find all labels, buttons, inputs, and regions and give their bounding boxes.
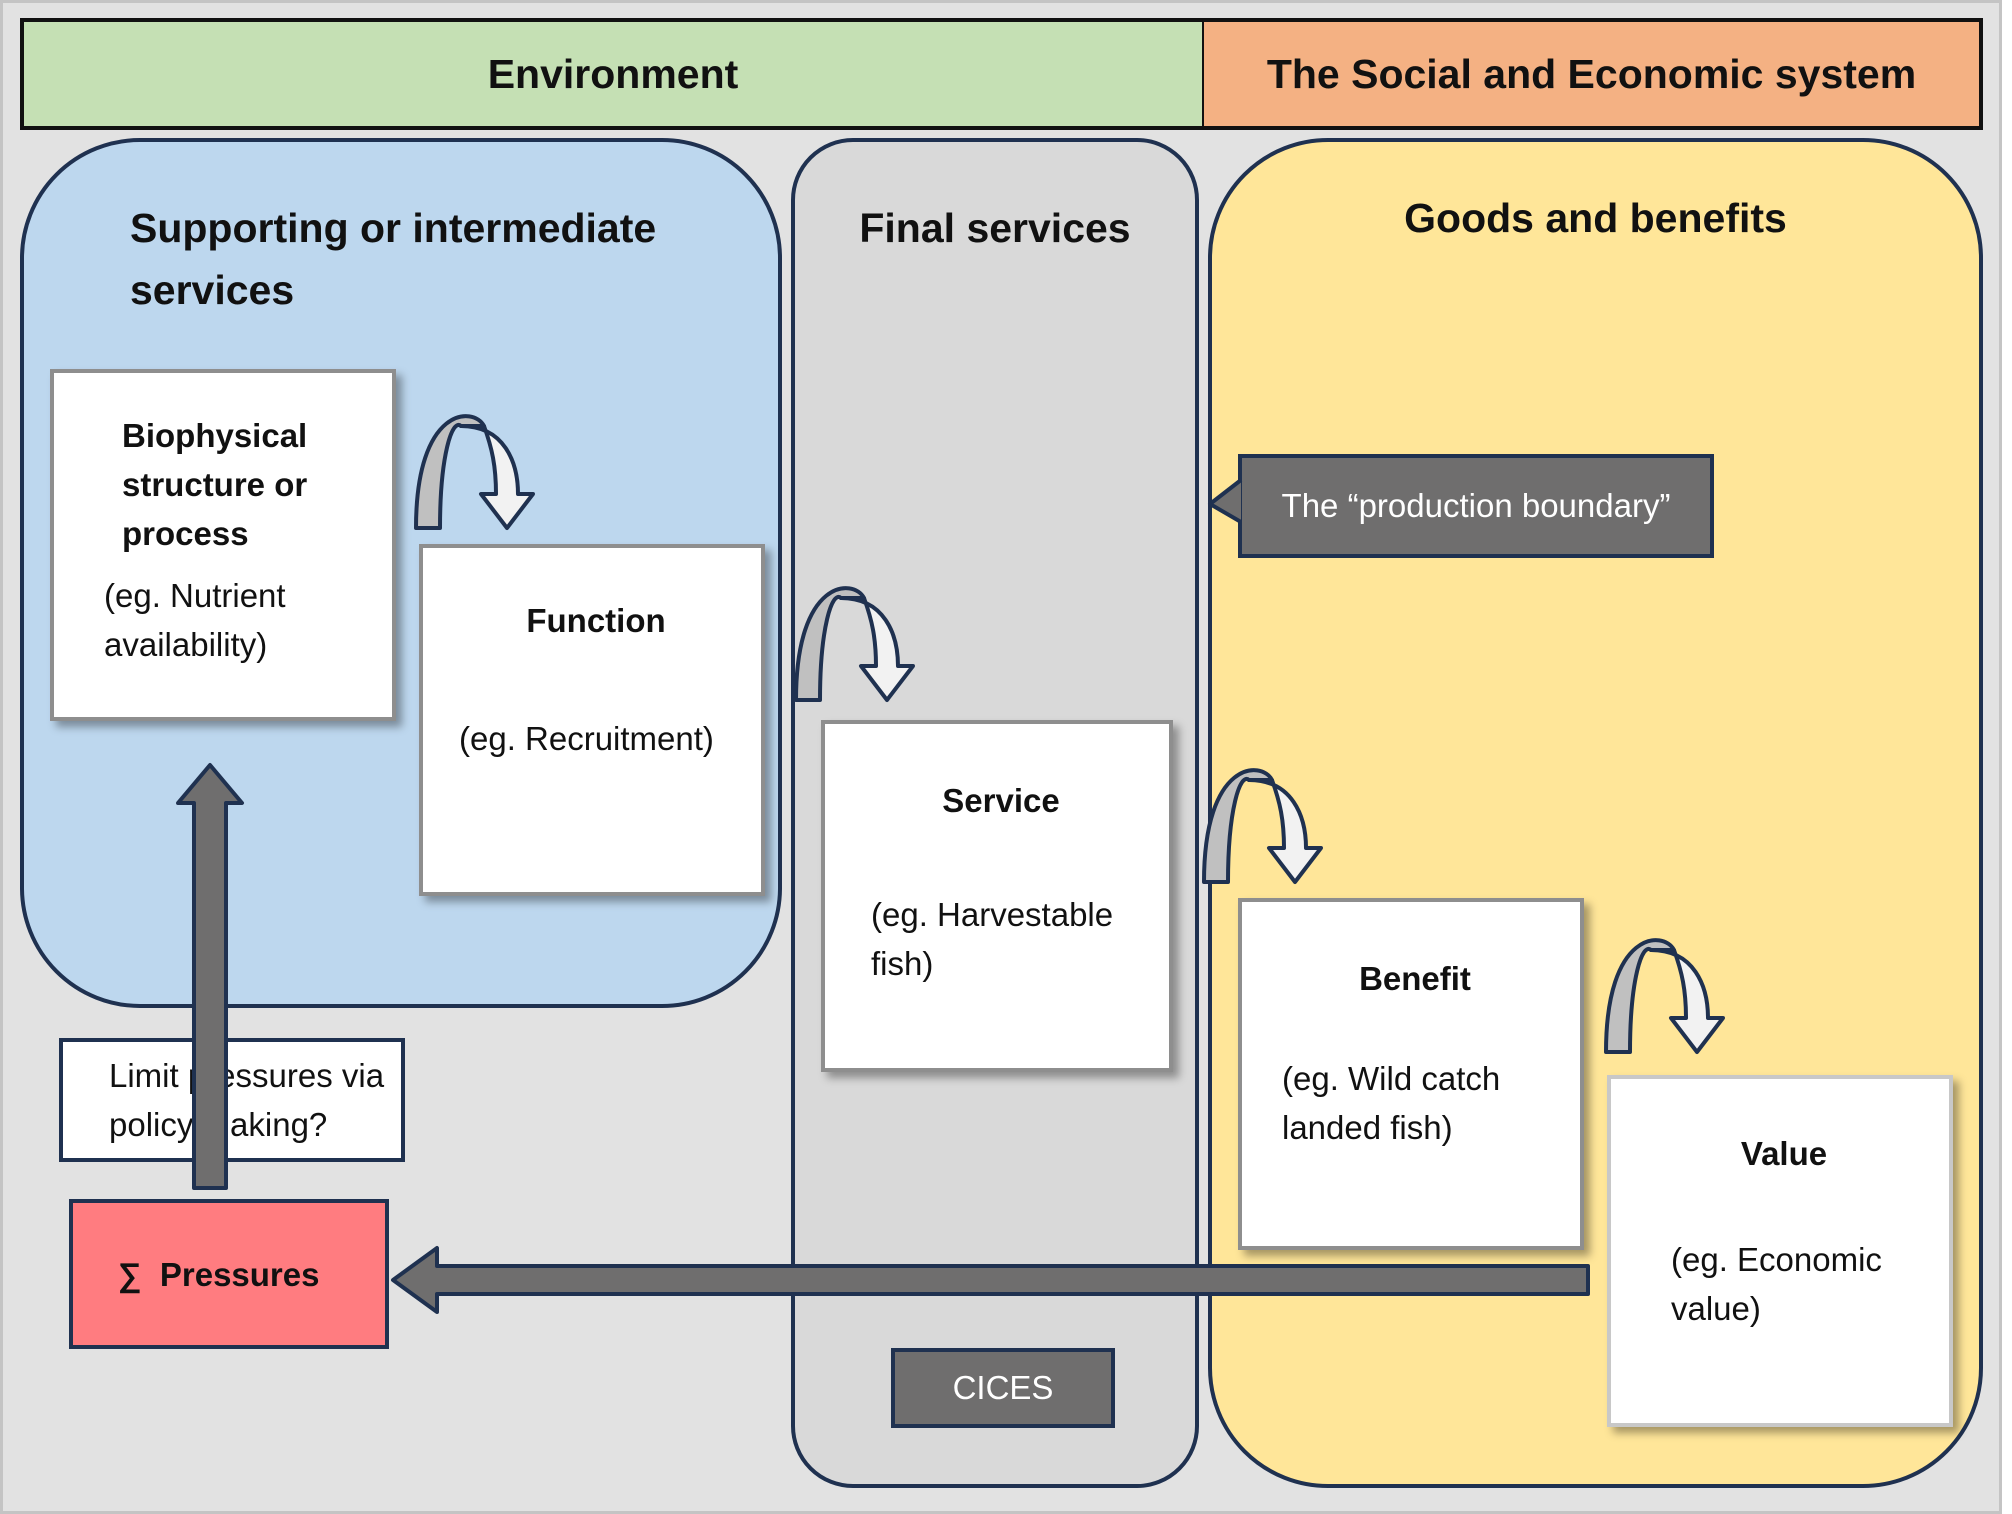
service-title: Service bbox=[942, 782, 1060, 819]
function-box: Function (eg. Recruitment) bbox=[419, 544, 765, 896]
benefit-box: Benefit (eg. Wild catch landed fish) bbox=[1238, 898, 1584, 1250]
supporting-services-heading: Supporting or intermediate services bbox=[130, 205, 657, 313]
production-boundary-callout: The “production boundary” bbox=[1238, 454, 1714, 558]
curved-arrow-service-to-benefit bbox=[1202, 768, 1323, 884]
value-box: Value (eg. Economic value) bbox=[1607, 1075, 1953, 1427]
biophysical-box: Biophysical structure or process (eg. Nu… bbox=[50, 369, 396, 721]
pressures-feedback-arrow bbox=[391, 1246, 1590, 1314]
production-boundary-label: The “production boundary” bbox=[1281, 487, 1671, 524]
pressures-box: ∑ Pressures bbox=[69, 1199, 389, 1349]
function-title: Function bbox=[526, 602, 666, 639]
biophysical-title: Biophysical structure or process bbox=[122, 417, 308, 552]
function-example: (eg. Recruitment) bbox=[459, 720, 714, 757]
benefit-title: Benefit bbox=[1359, 960, 1471, 997]
limit-pressures-box: Limit pressures via policy making? bbox=[59, 1038, 405, 1162]
callout-pointer bbox=[1208, 478, 1243, 524]
cices-label: CICES bbox=[952, 1369, 1054, 1406]
environment-label: Environment bbox=[487, 50, 739, 97]
curved-arrow-benefit-to-value bbox=[1604, 938, 1725, 1054]
curved-arrow-biophysical-to-function bbox=[414, 414, 535, 530]
service-box: Service (eg. Harvestable fish) bbox=[821, 720, 1173, 1072]
social-economic-band: The Social and Economic system bbox=[1202, 18, 1983, 130]
social-economic-label: The Social and Economic system bbox=[1266, 50, 1917, 97]
value-title: Value bbox=[1740, 1135, 1828, 1172]
cices-label-box: CICES bbox=[891, 1348, 1115, 1428]
biophysical-example: (eg. Nutrient availability) bbox=[104, 577, 286, 663]
curved-arrow-function-to-service bbox=[794, 586, 915, 702]
policy-upward-arrow bbox=[176, 763, 244, 1190]
final-services-heading: Final services bbox=[859, 205, 1131, 251]
pressures-label: ∑ Pressures bbox=[118, 1255, 320, 1293]
goods-benefits-heading: Goods and benefits bbox=[1404, 195, 1787, 241]
value-example: (eg. Economic value) bbox=[1671, 1241, 1882, 1327]
benefit-example: (eg. Wild catch landed fish) bbox=[1282, 1060, 1501, 1146]
service-example: (eg. Harvestable fish) bbox=[871, 896, 1114, 982]
environment-band: Environment bbox=[20, 18, 1204, 130]
